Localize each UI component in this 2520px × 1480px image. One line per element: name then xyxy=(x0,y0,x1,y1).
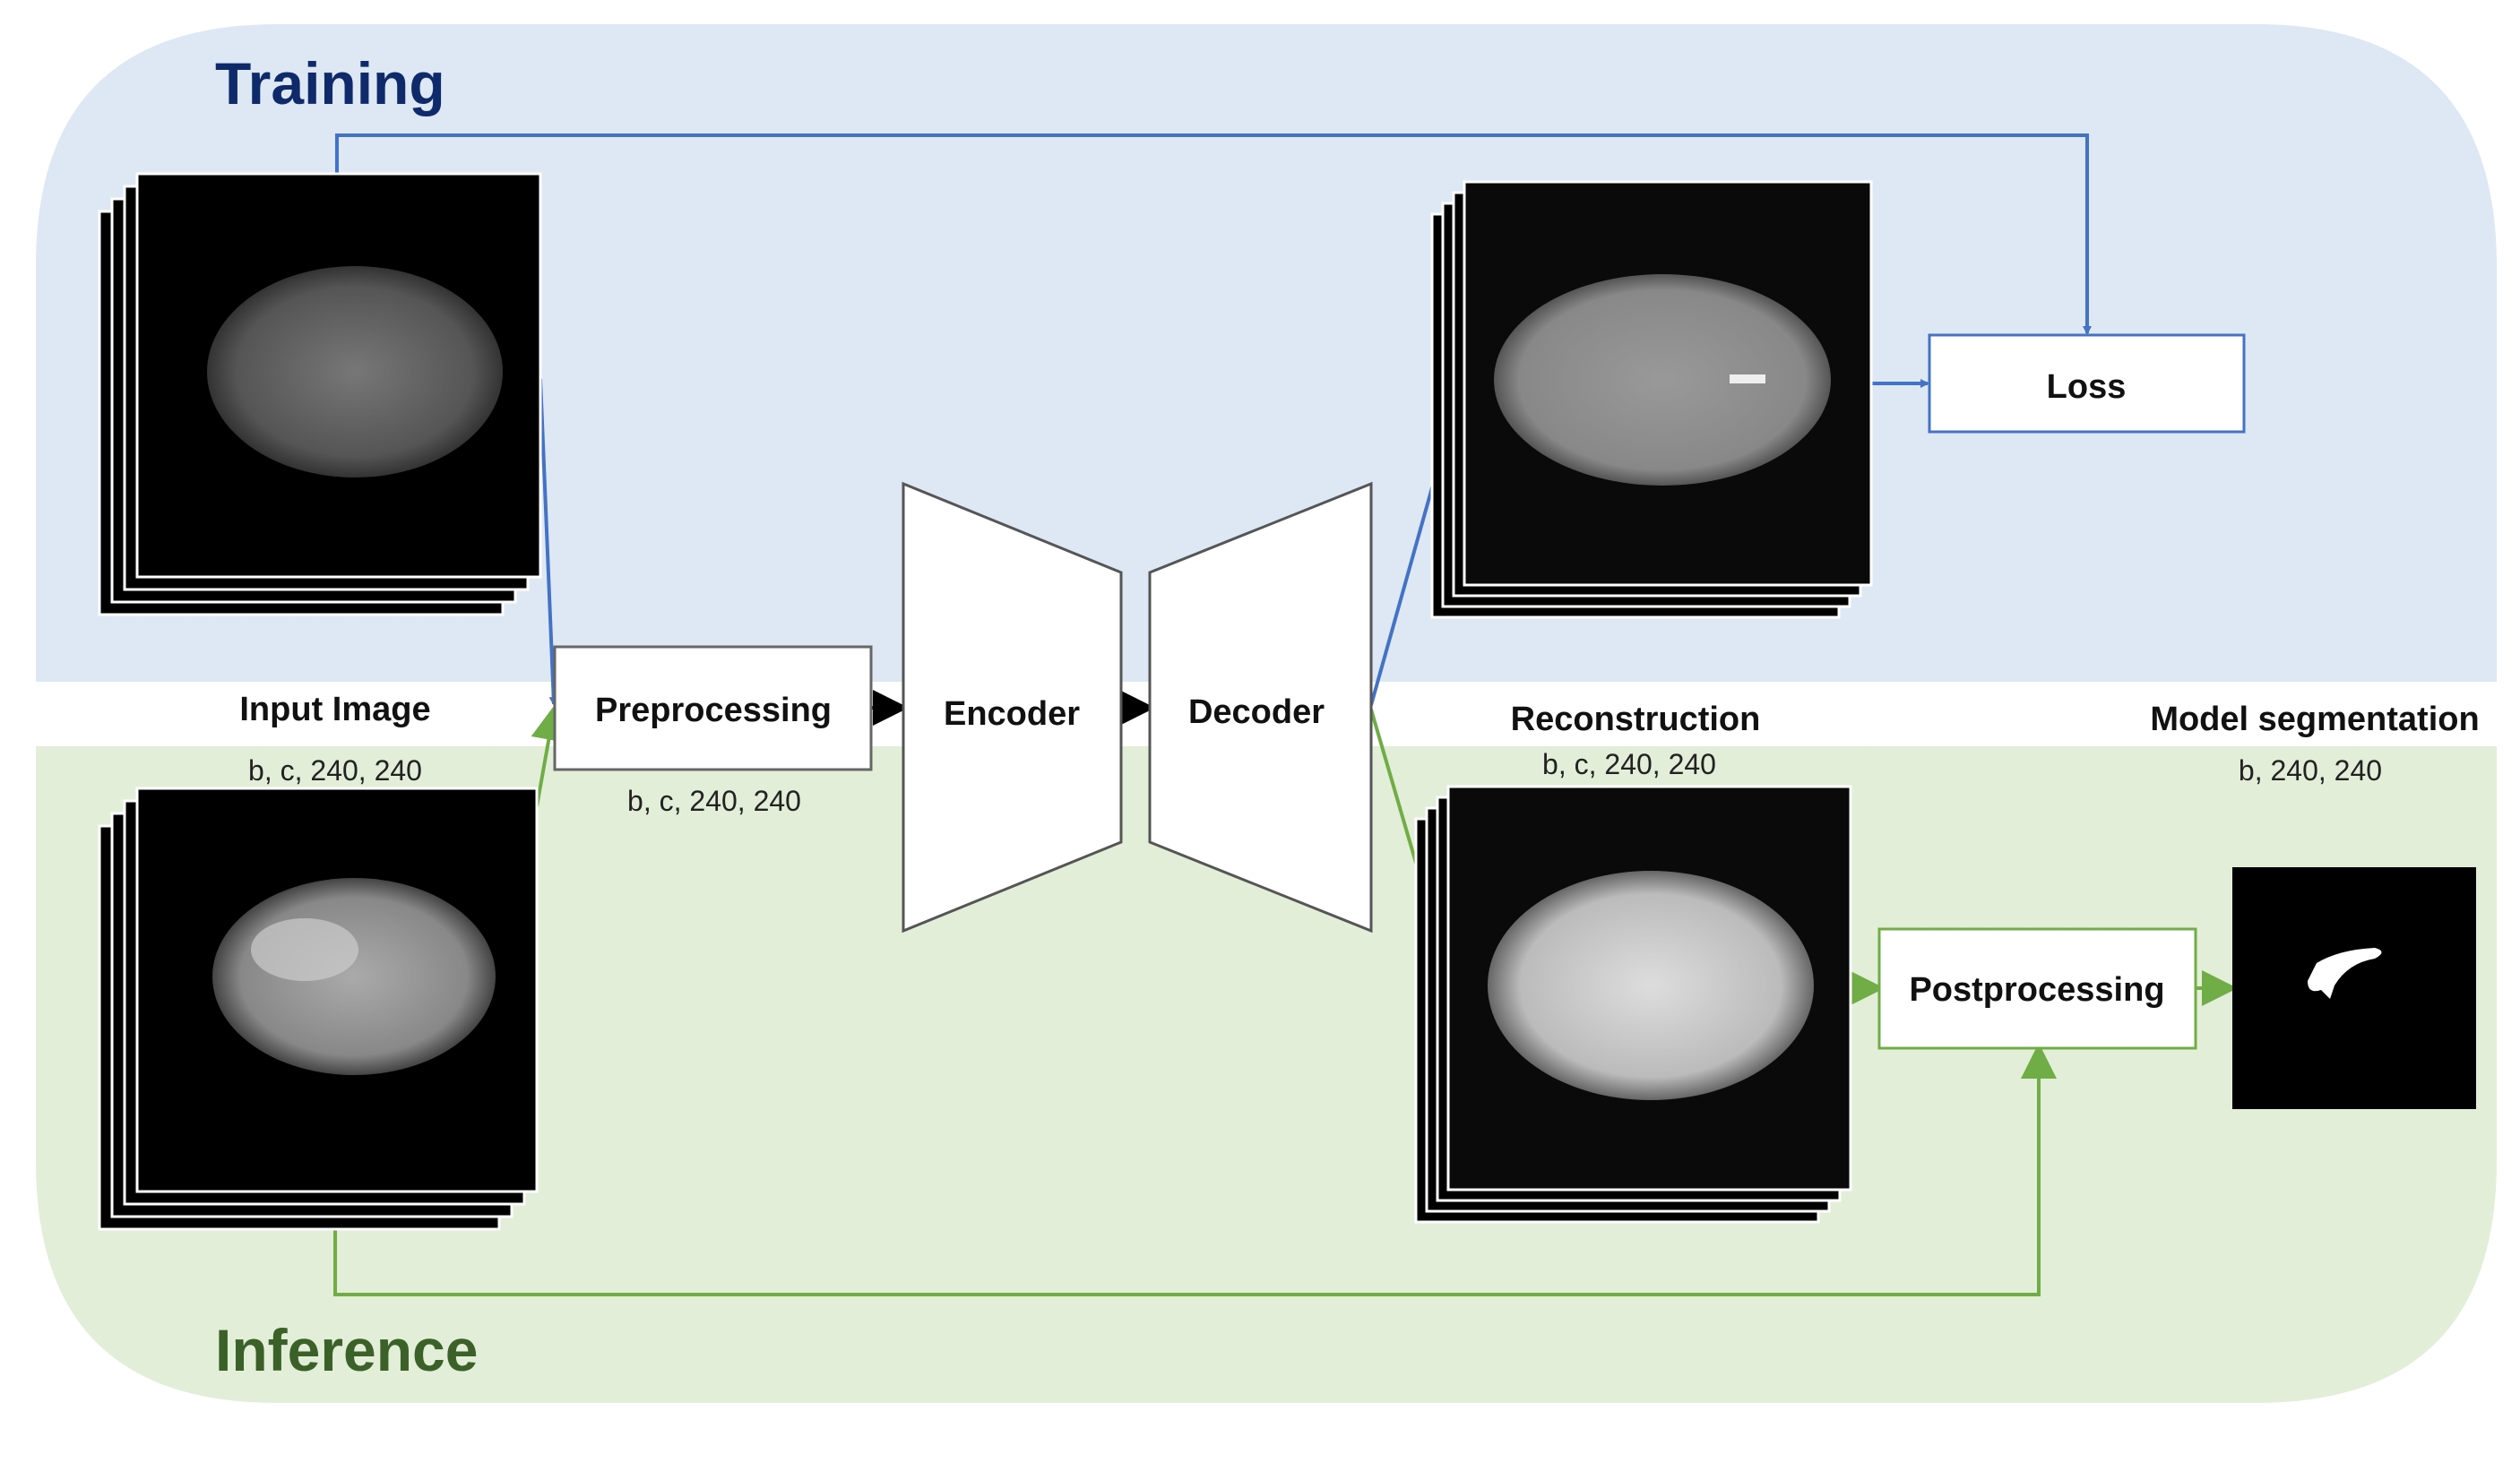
input-image-label: Input Image xyxy=(239,691,430,728)
training-title: Training xyxy=(215,50,445,116)
encoder-label: Encoder xyxy=(944,695,1080,733)
inference-region xyxy=(36,746,2497,1403)
loss-label: Loss xyxy=(2047,368,2127,406)
brain-image xyxy=(1488,871,1814,1100)
encoder-block xyxy=(902,481,1123,934)
segmentation-mask xyxy=(2232,867,2476,1109)
preprocessing-label: Preprocessing xyxy=(595,692,832,729)
reconstruction-label: Reconstruction xyxy=(1511,701,1761,738)
inference-reconstruction-stack xyxy=(1414,785,1852,1224)
postprocessing-label: Postprocessing xyxy=(1909,971,2164,1009)
training-region xyxy=(36,24,2497,682)
inference-title: Inference xyxy=(215,1317,478,1383)
train-input-arrow xyxy=(539,378,558,706)
preprocessing-dims: b, c, 240, 240 xyxy=(627,785,801,817)
brain-image xyxy=(212,878,496,1075)
loss-box xyxy=(1928,333,2246,434)
decoder-block xyxy=(1148,481,1373,934)
segmentation-label: Model segmentation xyxy=(2150,701,2479,738)
inference-input-stack xyxy=(98,787,539,1231)
brain-image xyxy=(1494,274,1831,486)
training-reconstruction-stack xyxy=(1430,180,1873,619)
training-loss-connector xyxy=(335,133,2092,335)
training-input-stack xyxy=(98,172,542,616)
infer-input-arrow xyxy=(531,704,567,807)
segmentation-dims: b, 240, 240 xyxy=(2239,754,2382,787)
preprocessing-box xyxy=(553,645,873,771)
decoder-label: Decoder xyxy=(1188,693,1325,731)
inference-post-connector xyxy=(333,1043,2057,1296)
brain-image xyxy=(207,266,503,478)
input-image-dims: b, c, 240, 240 xyxy=(248,754,422,787)
reconstruction-dims: b, c, 240, 240 xyxy=(1542,748,1716,780)
postprocessing-box xyxy=(1877,927,2197,1050)
